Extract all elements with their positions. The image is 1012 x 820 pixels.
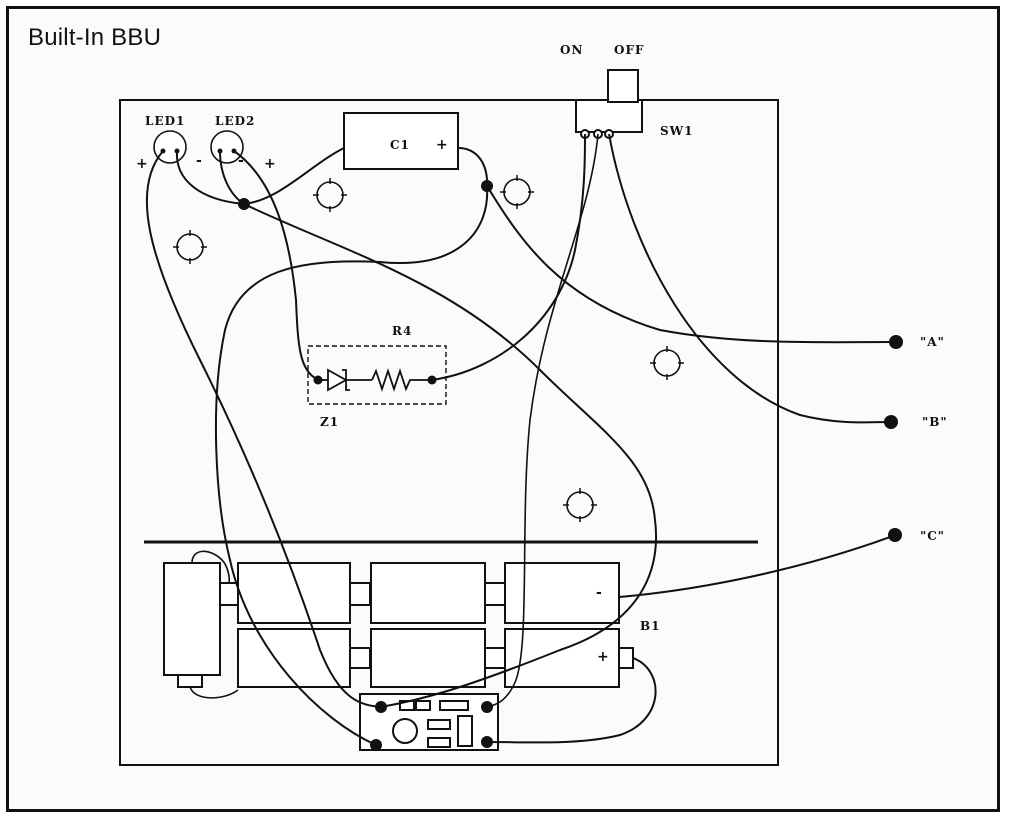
terminal-c	[888, 528, 902, 542]
zener-label: Z1	[320, 415, 339, 429]
solder-junction	[238, 198, 250, 210]
resistor-r4	[371, 368, 432, 392]
battery-holder-b1	[163, 562, 634, 688]
mounting-hole	[173, 230, 207, 264]
resistor-label: R4	[392, 324, 412, 338]
terminal-b-label: "B"	[922, 415, 948, 429]
mounting-hole	[563, 488, 597, 522]
led1-plus-label: +	[136, 156, 148, 172]
battery-label: B1	[640, 619, 661, 633]
zener-resistor-assembly	[307, 345, 447, 405]
led1-minus-label: -	[196, 153, 202, 169]
capacitor-plus-label: +	[436, 137, 448, 153]
terminal-b	[884, 415, 898, 429]
zener-diode-z1	[318, 368, 372, 392]
led2	[210, 130, 244, 164]
mounting-hole	[650, 346, 684, 380]
wiring	[145, 133, 894, 746]
led1	[153, 130, 187, 164]
capacitor-c1	[343, 112, 459, 170]
led1-label: LED1	[145, 114, 185, 128]
led2-plus-label: +	[264, 156, 276, 172]
switch-off-label: OFF	[614, 43, 645, 57]
diagram-title: Built-In BBU	[28, 24, 162, 51]
charger-circuit-board	[359, 693, 499, 751]
battery-plus-label: +	[597, 649, 609, 665]
circuit-board	[119, 99, 779, 766]
led2-label: LED2	[215, 114, 255, 128]
switch-sw1	[575, 69, 643, 139]
solder-junction	[481, 180, 493, 192]
mounting-hole	[313, 178, 347, 212]
led2-minus-label: -	[238, 153, 244, 169]
terminal-c-label: "C"	[920, 529, 945, 543]
switch-on-label: ON	[560, 43, 583, 57]
battery-minus-label: -	[596, 585, 602, 601]
capacitor-label: C1	[390, 138, 410, 152]
switch-label: SW1	[660, 124, 694, 138]
terminal-a-label: "A"	[920, 335, 945, 349]
mounting-hole	[500, 175, 534, 209]
terminal-a	[889, 335, 903, 349]
